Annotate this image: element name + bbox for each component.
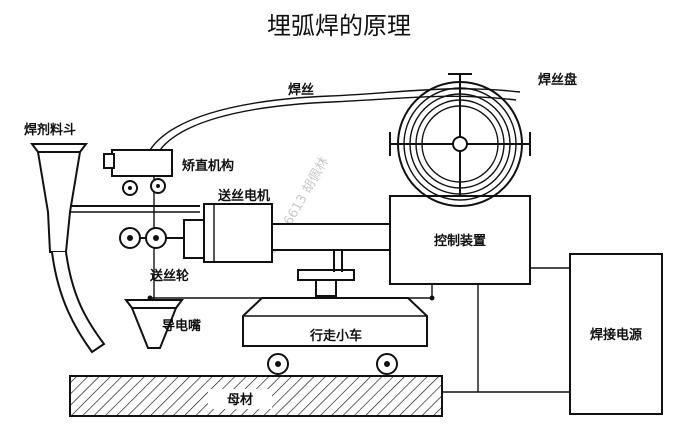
cables bbox=[147, 267, 570, 393]
feed-motor bbox=[183, 203, 273, 263]
feed-roller-label: 送丝轮 bbox=[149, 268, 189, 284]
control-unit-label: 控制装置 bbox=[434, 233, 486, 249]
travel-carriage: 行走小车 bbox=[242, 269, 428, 375]
diagram-title: 埋弧焊的原理 bbox=[267, 12, 411, 40]
carriage-label: 行走小车 bbox=[309, 328, 362, 344]
power-source: 焊接电源 bbox=[569, 253, 663, 415]
wire-label: 焊丝 bbox=[288, 82, 314, 98]
straightener-label: 矫直机构 bbox=[182, 158, 234, 174]
wire-reel bbox=[389, 73, 531, 207]
flux-hopper-label: 焊剂料斗 bbox=[24, 122, 76, 138]
control-unit: 控制装置 bbox=[389, 195, 531, 285]
power-source-label: 焊接电源 bbox=[590, 327, 642, 343]
feed-motor-label: 送丝电机 bbox=[217, 188, 270, 204]
straightener bbox=[103, 149, 173, 196]
support-arm bbox=[271, 223, 391, 251]
base-metal-label: 母材 bbox=[227, 392, 253, 408]
flux-hopper bbox=[30, 143, 106, 354]
feed-rollers bbox=[119, 227, 200, 249]
base-metal: 母材 bbox=[69, 375, 443, 417]
wire-reel-label: 焊丝盘 bbox=[538, 72, 577, 88]
contact-tip-label: 导电嘴 bbox=[162, 318, 201, 334]
contact-tip bbox=[124, 299, 184, 349]
